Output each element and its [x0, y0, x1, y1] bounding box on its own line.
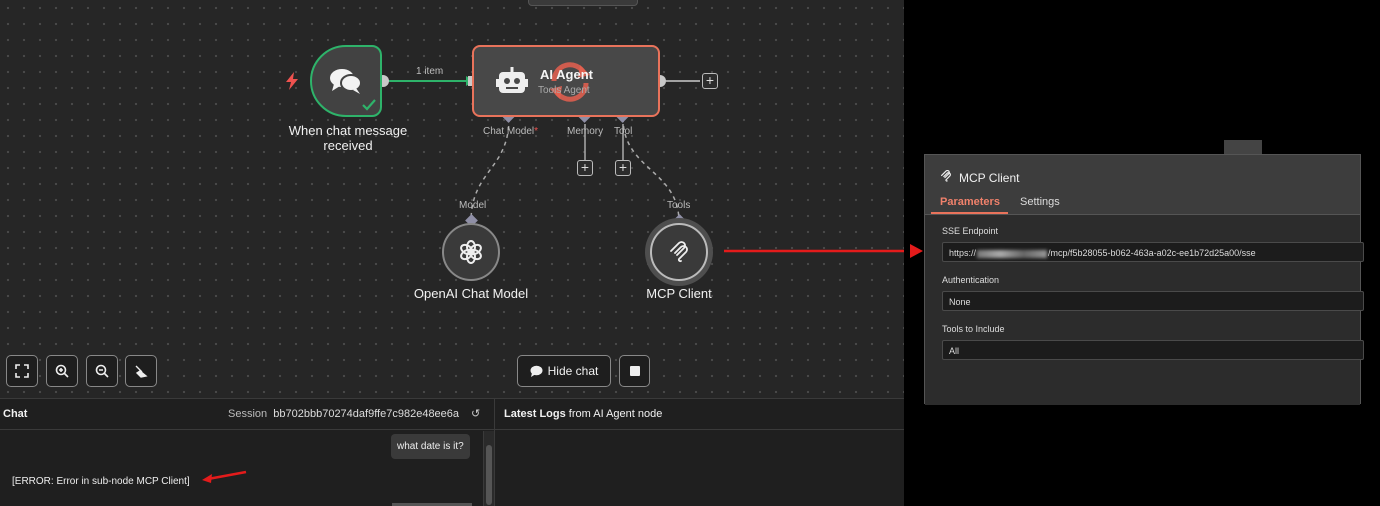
port-label-memory: Memory [567, 126, 604, 137]
zoom-out-icon [95, 364, 109, 378]
authentication-label: Authentication [942, 275, 1000, 285]
port-label-model: Model [459, 200, 487, 211]
check-icon [362, 99, 376, 111]
stop-button[interactable] [619, 355, 650, 387]
tidy-up-button[interactable] [125, 355, 157, 387]
port-label-tools: Tools [667, 200, 691, 211]
zoom-in-button[interactable] [46, 355, 78, 387]
mcp-client-panel: MCP Client Parameters Settings SSE Endpo… [924, 154, 1364, 405]
chat-header: Chat Session bb702bbb70274daf9ffe7c982e4… [0, 399, 494, 430]
add-memory-button[interactable]: + [577, 160, 593, 176]
sse-endpoint-field[interactable]: https:///mcp/f5b28055-b062-463a-a02c-ee1… [942, 242, 1364, 262]
logs-header: Latest Logs from AI Agent node [495, 399, 904, 430]
add-tool-button[interactable]: + [615, 160, 631, 176]
chat-title: Chat [3, 408, 28, 420]
mcp-parameters-form: SSE Endpoint https:///mcp/f5b28055-b062-… [925, 214, 1364, 405]
mcp-node-label: MCP Client [646, 286, 712, 301]
top-toolbar-tab[interactable] [528, 0, 638, 6]
workflow-canvas[interactable]: When chat message received 1 item AI Age [0, 0, 904, 398]
chat-input-edge [392, 503, 472, 506]
session-info: Session bb702bbb70274daf9ffe7c982e48ee6a [228, 408, 460, 420]
lightning-icon [286, 72, 298, 90]
agent-title: AI Agent [540, 67, 593, 82]
zoom-in-icon [55, 364, 69, 378]
tab-parameters[interactable]: Parameters [940, 196, 1000, 208]
hide-chat-button[interactable]: Hide chat [517, 355, 611, 387]
openai-icon [460, 240, 482, 264]
chat-icon [530, 365, 543, 377]
port-label-tool: Tool [614, 126, 633, 137]
broom-icon [135, 365, 148, 378]
chat-message-user: what date is it? [391, 434, 470, 459]
mcp-client-node[interactable] [650, 223, 708, 281]
openai-node-label: OpenAI Chat Model [413, 286, 529, 301]
stop-icon [629, 366, 640, 376]
fullscreen-icon [15, 364, 29, 378]
sse-endpoint-label: SSE Endpoint [942, 226, 999, 236]
red-arrowhead [910, 244, 923, 258]
mcp-icon [670, 241, 688, 263]
openai-chat-model-node[interactable] [442, 223, 500, 281]
chat-bubbles-icon [330, 69, 362, 94]
mcp-panel-title: MCP Client [959, 171, 1020, 185]
chat-message-error: [ERROR: Error in sub-node MCP Client] [12, 476, 190, 487]
tools-to-include-label: Tools to Include [942, 324, 1005, 334]
port-label-chat-model: Chat Model* [483, 126, 539, 137]
agent-subtitle: Tools Agent [538, 85, 590, 96]
trigger-node-label: When chat message received [288, 123, 408, 153]
refresh-overlay-icon [550, 62, 590, 102]
robot-icon [496, 67, 528, 93]
logs-title: Latest Logs from AI Agent node [504, 408, 663, 420]
tools-to-include-select[interactable]: All [942, 340, 1364, 360]
add-output-node-button[interactable]: + [702, 73, 718, 89]
mcp-panel-header: MCP Client Parameters Settings [925, 155, 1360, 215]
active-tab-indicator [931, 212, 1008, 214]
mcp-icon [941, 170, 951, 182]
ai-agent-node[interactable]: AI Agent Tools Agent [472, 45, 660, 117]
logs-panel: Latest Logs from AI Agent node [494, 398, 904, 506]
zoom-out-button[interactable] [86, 355, 118, 387]
reset-session-icon[interactable]: ↺ [471, 408, 481, 420]
chat-trigger-node[interactable] [310, 45, 382, 117]
tab-settings[interactable]: Settings [1020, 196, 1060, 208]
fit-view-button[interactable] [6, 355, 38, 387]
workflow-edges [377, 75, 904, 253]
redacted-host [977, 249, 1048, 258]
authentication-select[interactable]: None [942, 291, 1364, 311]
chat-scrollbar[interactable] [483, 431, 494, 506]
edge-item-count: 1 item [416, 66, 444, 77]
red-arrow-annotation [202, 470, 247, 483]
